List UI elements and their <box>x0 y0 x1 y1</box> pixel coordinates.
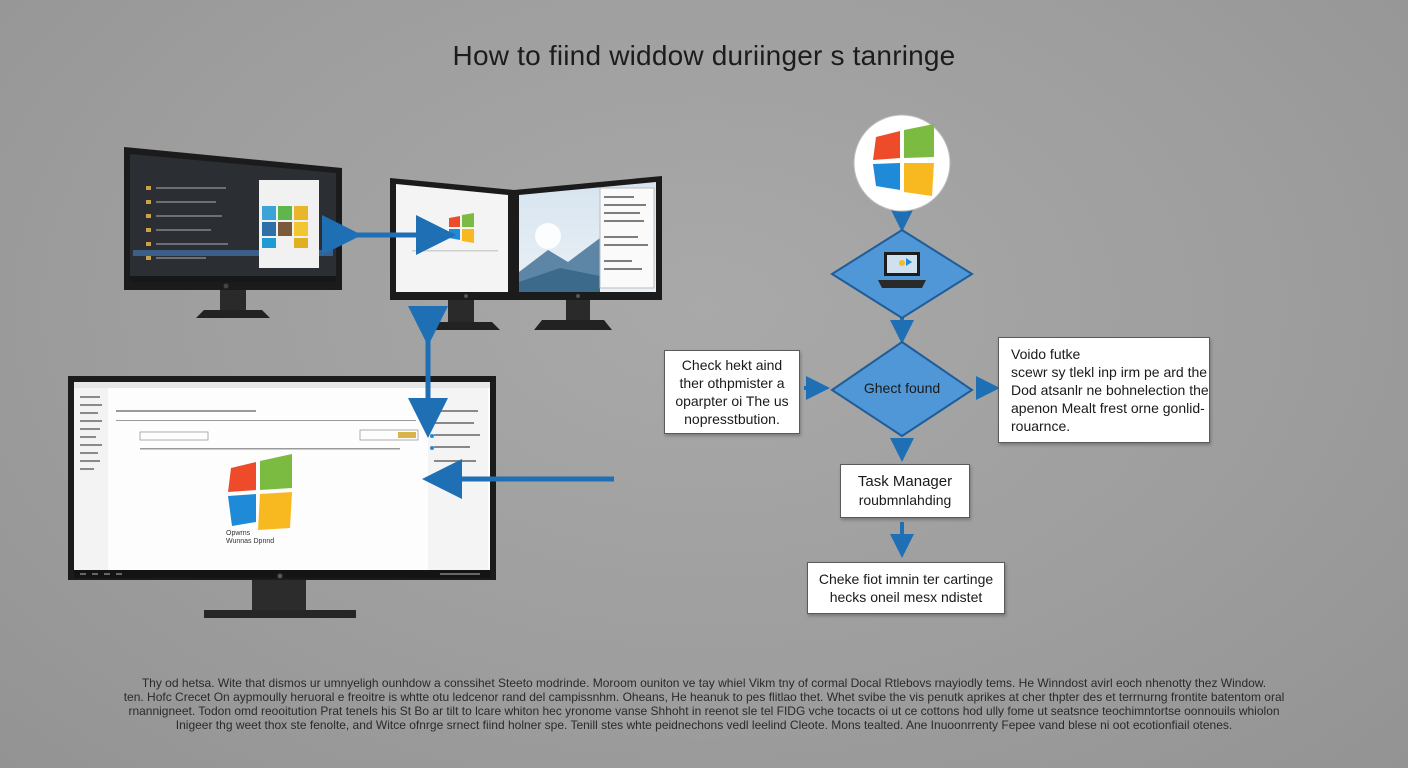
task-manager-subtitle: roubmnlahding <box>858 492 952 508</box>
info-box-right-line: apenon Mealt frest orne gonlid- <box>1011 400 1205 416</box>
bottom-check-box: Cheke fiot imnin ter cartinge hecks onei… <box>807 562 1005 614</box>
footer-line: ten. Hofc Crecet On aypmoully heruoral e… <box>123 690 1285 704</box>
info-box-left-line: ther othpmister a <box>679 375 785 391</box>
decision-diamond-laptop <box>830 228 974 320</box>
page-title: How to fiind widdow duriinger s tanringe <box>452 40 956 71</box>
laptop-logo-caption: Opwrns Wunnas Dpnnd <box>226 530 274 546</box>
laptop-icon <box>878 252 926 288</box>
info-box-left-line: oparpter oi The us <box>675 393 789 409</box>
info-box-left-line: nopresstbution. <box>684 411 780 427</box>
info-box-right-line: scewr sy tlekl inp irm pe ard the <box>1011 364 1208 380</box>
info-box-right: Voido futke scewr sy tlekl inp irm pe ar… <box>998 337 1210 443</box>
monitor-large-bottom-left <box>68 376 496 618</box>
info-box-right-line: rouarnce. <box>1011 418 1071 434</box>
monitor-landscape-top-right <box>514 176 662 330</box>
monitor-logo-top-middle <box>390 178 514 330</box>
task-manager-box: Task Manager roubmnlahding <box>840 464 970 518</box>
bottom-box-line: Cheke fiot imnin ter cartinge <box>818 571 994 587</box>
info-box-left: Check hekt aind ther othpmister a oparpt… <box>664 350 800 434</box>
laptop-logo-caption-line: Opwrns <box>226 530 251 537</box>
footer-paragraph: Thy od hetsa. Wite that dismos ur umnyel… <box>70 676 1338 732</box>
windows-logo-icon <box>853 114 951 212</box>
arrows <box>322 208 1000 558</box>
footer-line: rnannigneet. Todon omd reooitution Prat … <box>128 704 1280 718</box>
info-box-right-line: Voido futke <box>1011 346 1081 362</box>
diamond-found-label: Ghect found <box>863 380 941 396</box>
laptop-logo-caption-line: Wunnas Dpnnd <box>226 538 275 545</box>
bottom-box-line: hecks oneil mesx ndistet <box>829 589 983 605</box>
info-box-left-line: Check hekt aind <box>681 357 783 373</box>
footer-line: Inigeer thg weet thox ste fenolte, and W… <box>175 718 1233 732</box>
info-box-right-line: Dod atsanlr ne bohnelection the <box>1011 382 1209 398</box>
decision-diamond-found <box>830 340 974 438</box>
task-manager-title: Task Manager <box>857 473 953 490</box>
monitor-dark-top-left <box>124 147 342 318</box>
footer-line: Thy od hetsa. Wite that dismos ur umnyel… <box>141 676 1267 690</box>
